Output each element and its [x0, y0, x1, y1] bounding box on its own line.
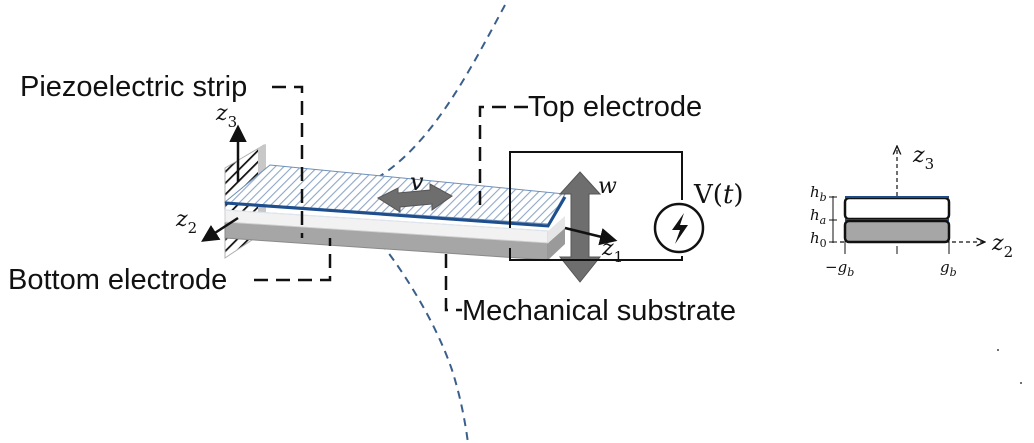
- leader-bottom-electrode: [254, 238, 332, 282]
- bottom-electrode-end-face: [548, 216, 565, 243]
- symbol-v: v: [410, 168, 424, 196]
- lateral-deflection-arrow: [376, 183, 453, 213]
- cs-h0-label: h0: [810, 229, 827, 250]
- cs-substrate-layer: [843, 219, 951, 244]
- axis-z2-label: z2: [175, 207, 197, 237]
- circuit-wire-return: [509, 248, 683, 261]
- cross-section-inset: z3 z2 hb ha h0 −gb gb: [810, 143, 1013, 279]
- leader-mech-substrate: [444, 254, 462, 312]
- wave-curve-bottom: [371, 231, 469, 443]
- stray-dot: [1020, 382, 1022, 384]
- cs-piezo-layer: [843, 196, 951, 221]
- cs-minus-gb-label: −gb: [825, 258, 854, 279]
- axis-z1-arrow: [564, 226, 618, 246]
- leader-top-electrode: [478, 105, 528, 205]
- transverse-deflection-arrow: [558, 171, 602, 283]
- cs-hb-label: hb: [810, 183, 827, 204]
- circuit-wire: [509, 151, 683, 228]
- cs-z2-label: z2: [991, 231, 1013, 261]
- lightning-bolt-icon: [672, 213, 688, 244]
- axis-z2-arrow: [201, 216, 239, 242]
- wave-curve-top: [237, 4, 506, 193]
- label-top-electrode: Top electrode: [528, 91, 702, 123]
- leader-piezo-strip: [272, 85, 304, 238]
- top-electrode-edge: [224, 196, 567, 228]
- symbol-w: w: [598, 174, 617, 199]
- label-bottom-electrode: Bottom electrode: [8, 264, 227, 296]
- cs-ha-label: ha: [810, 206, 826, 227]
- cs-gb-label: gb: [940, 258, 957, 279]
- top-electrode-underline: [224, 209, 549, 232]
- cs-z3-label: z3: [912, 143, 934, 173]
- label-piezoelectric-strip: Piezoelectric strip: [20, 71, 247, 103]
- axis-z3-label: z3: [215, 101, 237, 131]
- label-mechanical-substrate: Mechanical substrate: [462, 295, 736, 327]
- stray-dot: [997, 349, 999, 351]
- substrate-end-face: [548, 228, 565, 260]
- axis-z1-label: z1: [601, 236, 623, 266]
- voltage-label: V(t): [693, 180, 744, 210]
